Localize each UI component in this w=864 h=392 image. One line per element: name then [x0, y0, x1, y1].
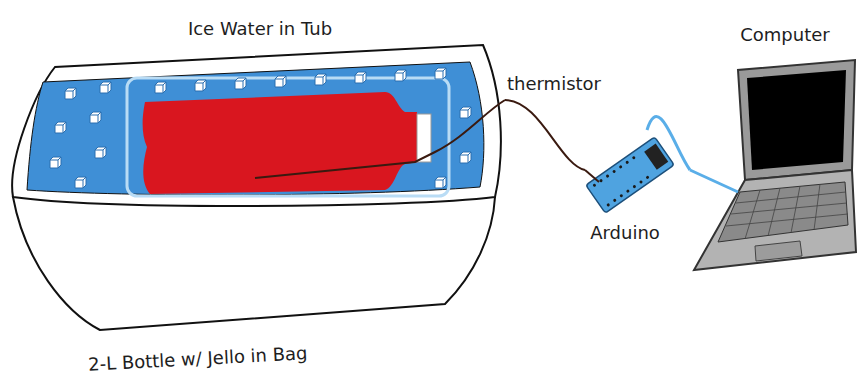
tub-node: Ice Water in Tub — [5, 12, 505, 335]
computer-node: Computer — [690, 20, 860, 275]
node-label: Arduino — [590, 222, 660, 244]
node-label: Ice Water in Tub — [188, 18, 332, 40]
arduino-board — [585, 137, 674, 213]
caption-label: 2-L Bottle w/ Jello in Bag — [88, 342, 308, 375]
arduino-node: Arduino — [585, 130, 675, 255]
usb-cable — [647, 117, 690, 170]
tub-drawing — [12, 45, 505, 330]
wire-label: thermistor — [507, 73, 601, 95]
node-label: Computer — [740, 24, 829, 46]
laptop-drawing — [690, 60, 856, 270]
thermistor-wire — [505, 100, 585, 170]
